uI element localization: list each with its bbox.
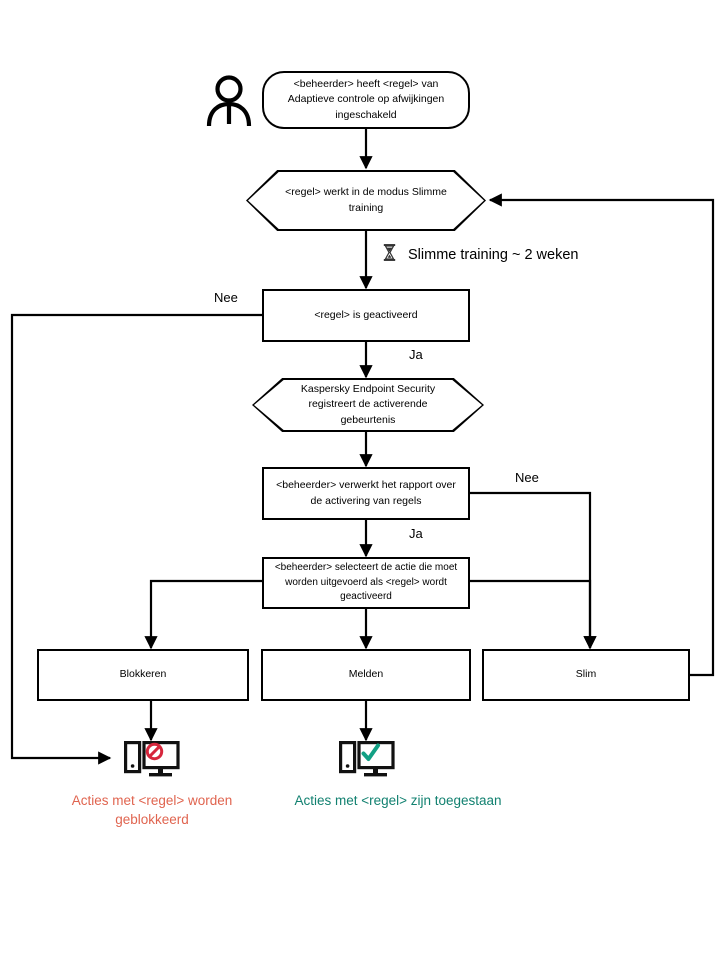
node-kes-records-event: Kaspersky Endpoint Security registreert … xyxy=(252,378,484,432)
hexagon-fill xyxy=(254,380,482,430)
node-action-notify-label: Melden xyxy=(348,668,384,681)
person-icon xyxy=(198,72,260,134)
edge-report-no-loop xyxy=(470,491,597,650)
edge-select-to-block xyxy=(144,579,263,650)
node-admin-selects-action-label: <beheerder> selecteert de actie die moet… xyxy=(274,562,458,603)
node-action-smart: Slim xyxy=(482,649,690,701)
node-action-block: Blokkeren xyxy=(37,649,249,701)
edge-label-report-yes: Ja xyxy=(409,526,423,541)
node-rule-triggered-label: <regel> is geactiveerd xyxy=(314,308,418,321)
hourglass-icon xyxy=(383,243,396,266)
node-admin-processes-report-label: <beheerder> verwerkt het rapport over de… xyxy=(276,479,456,507)
computer-allowed-icon xyxy=(339,741,395,785)
edge-label-rule-triggered-yes: Ja xyxy=(409,347,423,362)
node-smart-training-mode: <regel> werkt in de modus Slimme trainin… xyxy=(246,170,486,231)
node-action-smart-label: Slim xyxy=(575,668,597,681)
node-start: <beheerder> heeft <regel> van Adaptieve … xyxy=(262,71,470,129)
node-kes-records-event-label: Kaspersky Endpoint Security registreert … xyxy=(300,383,436,426)
edge-label-report-no: Nee xyxy=(515,470,539,485)
edge-select-to-smart xyxy=(470,579,597,650)
node-start-label: <beheerder> heeft <regel> van Adaptieve … xyxy=(287,78,445,121)
node-rule-triggered: <regel> is geactiveerd xyxy=(262,289,470,342)
computer-blocked-icon xyxy=(124,741,180,785)
node-smart-training-mode-label: <regel> werkt in de modus Slimme trainin… xyxy=(285,186,447,214)
annotation-smart-training-duration: Slimme training ~ 2 weken xyxy=(383,243,578,266)
caption-allowed: Acties met <regel> zijn toegestaan xyxy=(294,793,502,808)
node-admin-selects-action: <beheerder> selecteert de actie die moet… xyxy=(262,557,470,609)
hexagon-fill xyxy=(248,172,484,229)
edge-smart-feedback-loop xyxy=(488,193,715,677)
node-admin-processes-report: <beheerder> verwerkt het rapport over de… xyxy=(262,467,470,520)
node-action-block-label: Blokkeren xyxy=(119,668,167,681)
edge-label-rule-triggered-no: Nee xyxy=(214,290,238,305)
node-action-notify: Melden xyxy=(261,649,471,701)
caption-blocked: Acties met <regel> worden geblokkeerd xyxy=(71,793,233,827)
annotation-label: Slimme training ~ 2 weken xyxy=(408,246,579,263)
